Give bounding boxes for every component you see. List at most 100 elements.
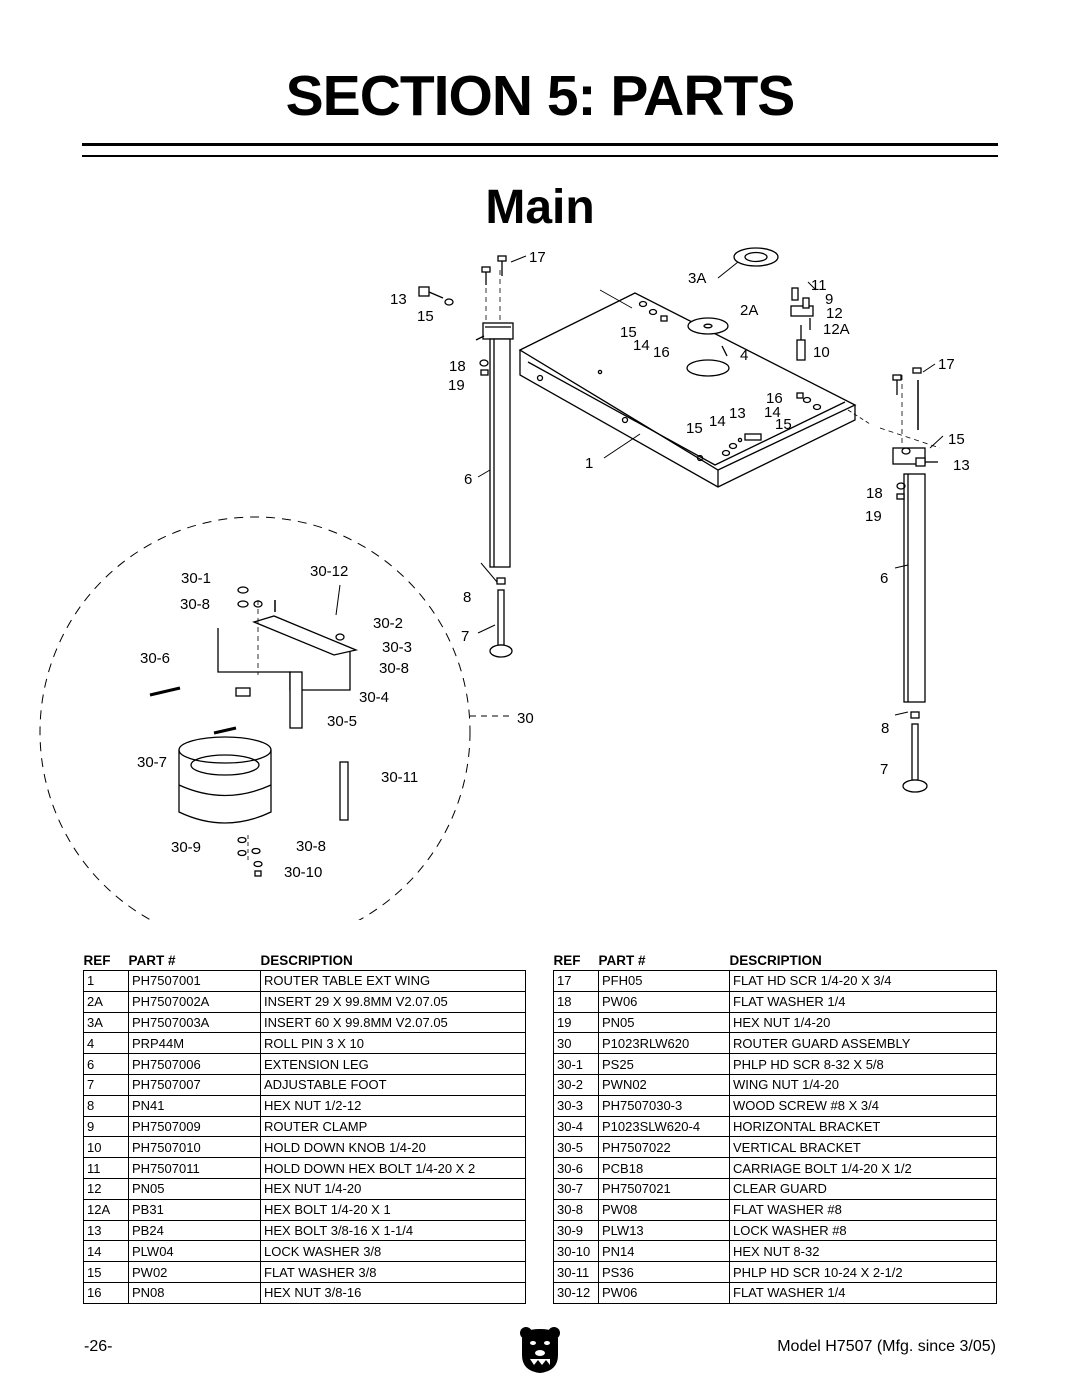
extension-leg-right	[903, 473, 926, 703]
cell-ref: 16	[83, 1281, 129, 1304]
cell-ref: 15	[83, 1261, 129, 1283]
cell-ref: 30-9	[553, 1219, 599, 1242]
callout-18a: 18	[449, 358, 466, 375]
cell-description: PHLP HD SCR 10-24 X 2-1/2	[729, 1261, 997, 1283]
cell-part: PH7507011	[128, 1157, 261, 1179]
callout-2a: 2A	[740, 302, 758, 319]
cell-description: CLEAR GUARD	[729, 1177, 997, 1200]
callout-1: 1	[585, 455, 593, 472]
cell-part: PLW04	[128, 1240, 261, 1263]
cell-part: PH7507002A	[128, 990, 261, 1013]
cell-ref: 18	[553, 990, 599, 1013]
cell-description: PHLP HD SCR 8-32 X 5/8	[729, 1053, 997, 1075]
callout-30-5: 30-5	[327, 713, 357, 730]
cell-description: FLAT WASHER 1/4	[729, 990, 997, 1013]
cell-ref: 13	[83, 1219, 129, 1242]
header-ref: REF	[553, 953, 581, 968]
cell-part: P1023SLW620-4	[598, 1115, 730, 1138]
callout-15e: 15	[948, 431, 965, 448]
callout-18b: 18	[866, 485, 883, 502]
cell-ref: 30-10	[553, 1240, 599, 1263]
callout-15a: 15	[417, 308, 434, 325]
cell-ref: 4	[83, 1032, 129, 1055]
cell-ref: 1	[83, 970, 129, 992]
cell-description: HEX BOLT 1/4-20 X 1	[260, 1198, 526, 1221]
cell-description: HEX NUT 1/2-12	[260, 1094, 526, 1117]
cell-ref: 30-8	[553, 1198, 599, 1221]
page-number: -26-	[84, 1338, 113, 1355]
callout-3a: 3A	[688, 270, 706, 287]
cell-description: HEX NUT 8-32	[729, 1240, 997, 1263]
cell-ref: 30-5	[553, 1136, 599, 1159]
callout-15b: 15	[620, 324, 637, 341]
callout-30-7: 30-7	[137, 754, 167, 771]
cell-ref: 14	[83, 1240, 129, 1263]
cell-description: EXTENSION LEG	[260, 1053, 526, 1075]
callout-4: 4	[740, 347, 748, 364]
cell-description: VERTICAL BRACKET	[729, 1136, 997, 1159]
cell-part: PCB18	[598, 1157, 730, 1179]
cell-description: HEX NUT 1/4-20	[260, 1177, 526, 1200]
callout-14c: 14	[709, 413, 726, 430]
callout-8a: 8	[463, 589, 471, 606]
cell-part: PH7507009	[128, 1115, 261, 1138]
header-description: DESCRIPTION	[260, 953, 353, 968]
cell-part: PW06	[598, 990, 730, 1013]
guard-screw-shape	[339, 761, 349, 821]
callout-8b: 8	[881, 720, 889, 737]
table-header-row: REF PART # DESCRIPTION	[84, 946, 526, 971]
exploded-parts-diagram: 17 3A 11 9 13 2A 12 15 12A 15 14 16 4 10…	[39, 247, 970, 920]
callout-14a: 14	[633, 337, 650, 354]
callout-30-2: 30-2	[373, 615, 403, 632]
cell-description: HEX NUT 1/4-20	[729, 1011, 997, 1034]
insert-opening-shape	[686, 359, 730, 377]
inset-circle	[39, 516, 471, 920]
cell-part: PWN02	[598, 1073, 730, 1096]
header-part: PART #	[128, 953, 176, 968]
cell-part: PH7507021	[598, 1177, 730, 1200]
cell-part: PLW13	[598, 1219, 730, 1242]
cell-ref: 30-12	[553, 1281, 599, 1304]
callout-30-8a: 30-8	[180, 596, 210, 613]
cell-part: PH7507006	[128, 1053, 261, 1075]
cell-part: PS36	[598, 1261, 730, 1283]
callout-30-1: 30-1	[181, 570, 211, 587]
cell-ref: 9	[83, 1115, 129, 1138]
cell-part: PB31	[128, 1198, 261, 1221]
cell-part: PH7507007	[128, 1073, 261, 1096]
cell-part: PH7507001	[128, 970, 261, 992]
cell-description: ROUTER GUARD ASSEMBLY	[729, 1032, 997, 1055]
callout-30-4: 30-4	[359, 689, 389, 706]
cell-ref: 2A	[83, 990, 129, 1013]
cell-part: PRP44M	[128, 1032, 261, 1055]
callout-9: 9	[825, 291, 833, 308]
cell-ref: 12	[83, 1177, 129, 1200]
adjustable-foot-right	[911, 723, 919, 781]
callout-30-8c: 30-8	[296, 838, 326, 855]
cell-ref: 30-1	[553, 1053, 599, 1075]
cell-part: PH7507022	[598, 1136, 730, 1159]
cell-ref: 30-2	[553, 1073, 599, 1096]
cell-part: PN14	[598, 1240, 730, 1263]
page-subtitle: Main	[485, 181, 595, 234]
callout-30: 30	[517, 710, 534, 727]
callout-30-9: 30-9	[171, 839, 201, 856]
cell-description: HOLD DOWN KNOB 1/4-20	[260, 1136, 526, 1159]
cell-ref: 30-3	[553, 1094, 599, 1117]
cell-part: PW08	[598, 1198, 730, 1221]
callout-30-10: 30-10	[284, 864, 322, 881]
